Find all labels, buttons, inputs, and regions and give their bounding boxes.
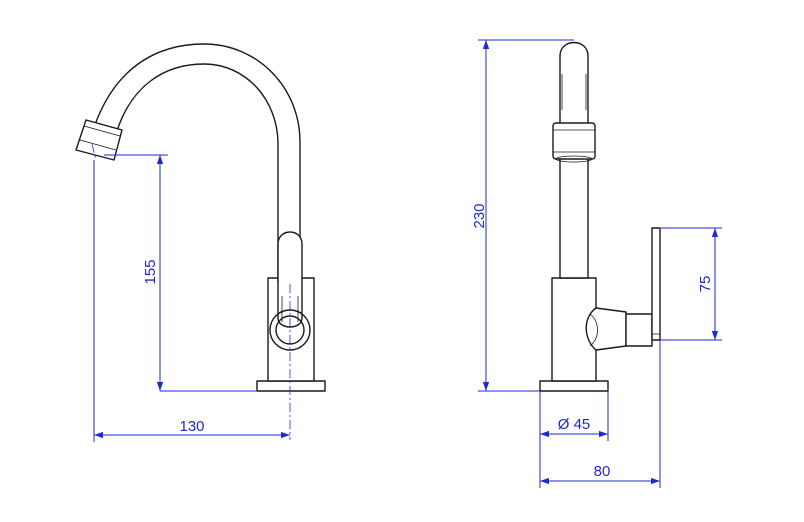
front-base-plate bbox=[256, 380, 326, 392]
side-handle-height-label: 75 bbox=[697, 276, 714, 293]
front-height-label: 155 bbox=[142, 259, 159, 284]
side-height-label: 230 bbox=[471, 203, 488, 228]
front-width-label: 130 bbox=[179, 418, 204, 435]
side-depth-label: 80 bbox=[594, 463, 611, 480]
side-handle-collar bbox=[585, 307, 627, 351]
side-aerator bbox=[552, 122, 596, 160]
side-base-diameter-label: Ø 45 bbox=[558, 416, 591, 433]
side-handle-blade bbox=[651, 227, 661, 341]
front-aerator bbox=[75, 119, 123, 161]
front-view: 155 130 bbox=[75, 43, 326, 442]
front-handle bbox=[277, 231, 303, 328]
side-spout-tube bbox=[559, 41, 589, 279]
front-spout-outer bbox=[95, 43, 301, 283]
side-handle-stem bbox=[625, 313, 653, 347]
front-spout-inner bbox=[117, 63, 279, 283]
side-view: 230 75 Ø 45 80 bbox=[471, 39, 722, 488]
side-base-plate bbox=[539, 380, 609, 392]
